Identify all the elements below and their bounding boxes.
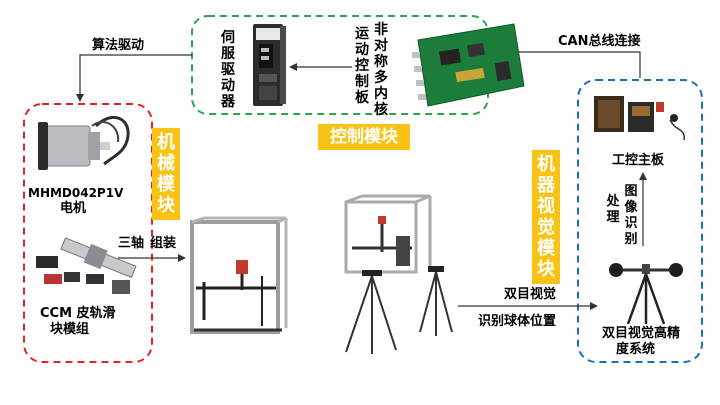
mechanical-module-tag: 机 械 模 块 bbox=[152, 128, 180, 220]
control-module-tag: 控制模块 bbox=[318, 124, 410, 150]
slide-module-image bbox=[36, 237, 137, 294]
vision-module-tag: 机 器 视 觉 模 块 bbox=[532, 150, 560, 284]
control-module-border bbox=[191, 15, 489, 115]
assembly-label: 组装 bbox=[150, 236, 177, 251]
image-recognition-label: 图 像 识 别 bbox=[624, 184, 638, 247]
industrial-board-image bbox=[594, 96, 685, 141]
mechanical-module-border bbox=[23, 103, 153, 363]
slide-label-line1: CCM 皮轨滑 bbox=[40, 306, 116, 321]
algorithm-drive-arrow bbox=[79, 54, 192, 96]
motor-label-line1: MHMD042P1V bbox=[28, 186, 124, 200]
industrial-board-label: 工控主板 bbox=[612, 153, 665, 168]
can-bus-label: CAN总线连接 bbox=[558, 34, 641, 49]
algorithm-drive-label: 算法驱动 bbox=[92, 38, 145, 53]
binocular-camera-image bbox=[609, 263, 683, 325]
servo-drive-image bbox=[253, 24, 286, 106]
assembled-system-image bbox=[344, 194, 453, 354]
locate-sphere-label: 识别球体位置 bbox=[478, 314, 557, 329]
slide-label-line2: 块模组 bbox=[50, 322, 90, 337]
vision-module-border bbox=[577, 79, 703, 363]
binocular-label: 双目视觉 bbox=[504, 287, 557, 302]
processing-label: 处 理 bbox=[606, 194, 620, 225]
gantry-frame-image bbox=[190, 216, 288, 334]
servo-motor-image bbox=[38, 115, 130, 170]
controller-label-col2: 非 对 称 多 内 核 bbox=[374, 22, 388, 118]
can-bus-arrow bbox=[500, 51, 641, 78]
vision-system-label-line1: 双目视觉高精 bbox=[602, 326, 681, 341]
three-axis-label: 三轴 bbox=[118, 236, 145, 251]
servo-drive-label: 伺 服 驱 动 器 bbox=[221, 30, 235, 110]
motor-label-line2: 电机 bbox=[60, 201, 87, 216]
vision-system-label-line2: 度系统 bbox=[616, 342, 656, 357]
controller-board-image bbox=[412, 23, 525, 107]
controller-label-col1: 运 动 控 制 板 bbox=[355, 26, 369, 106]
